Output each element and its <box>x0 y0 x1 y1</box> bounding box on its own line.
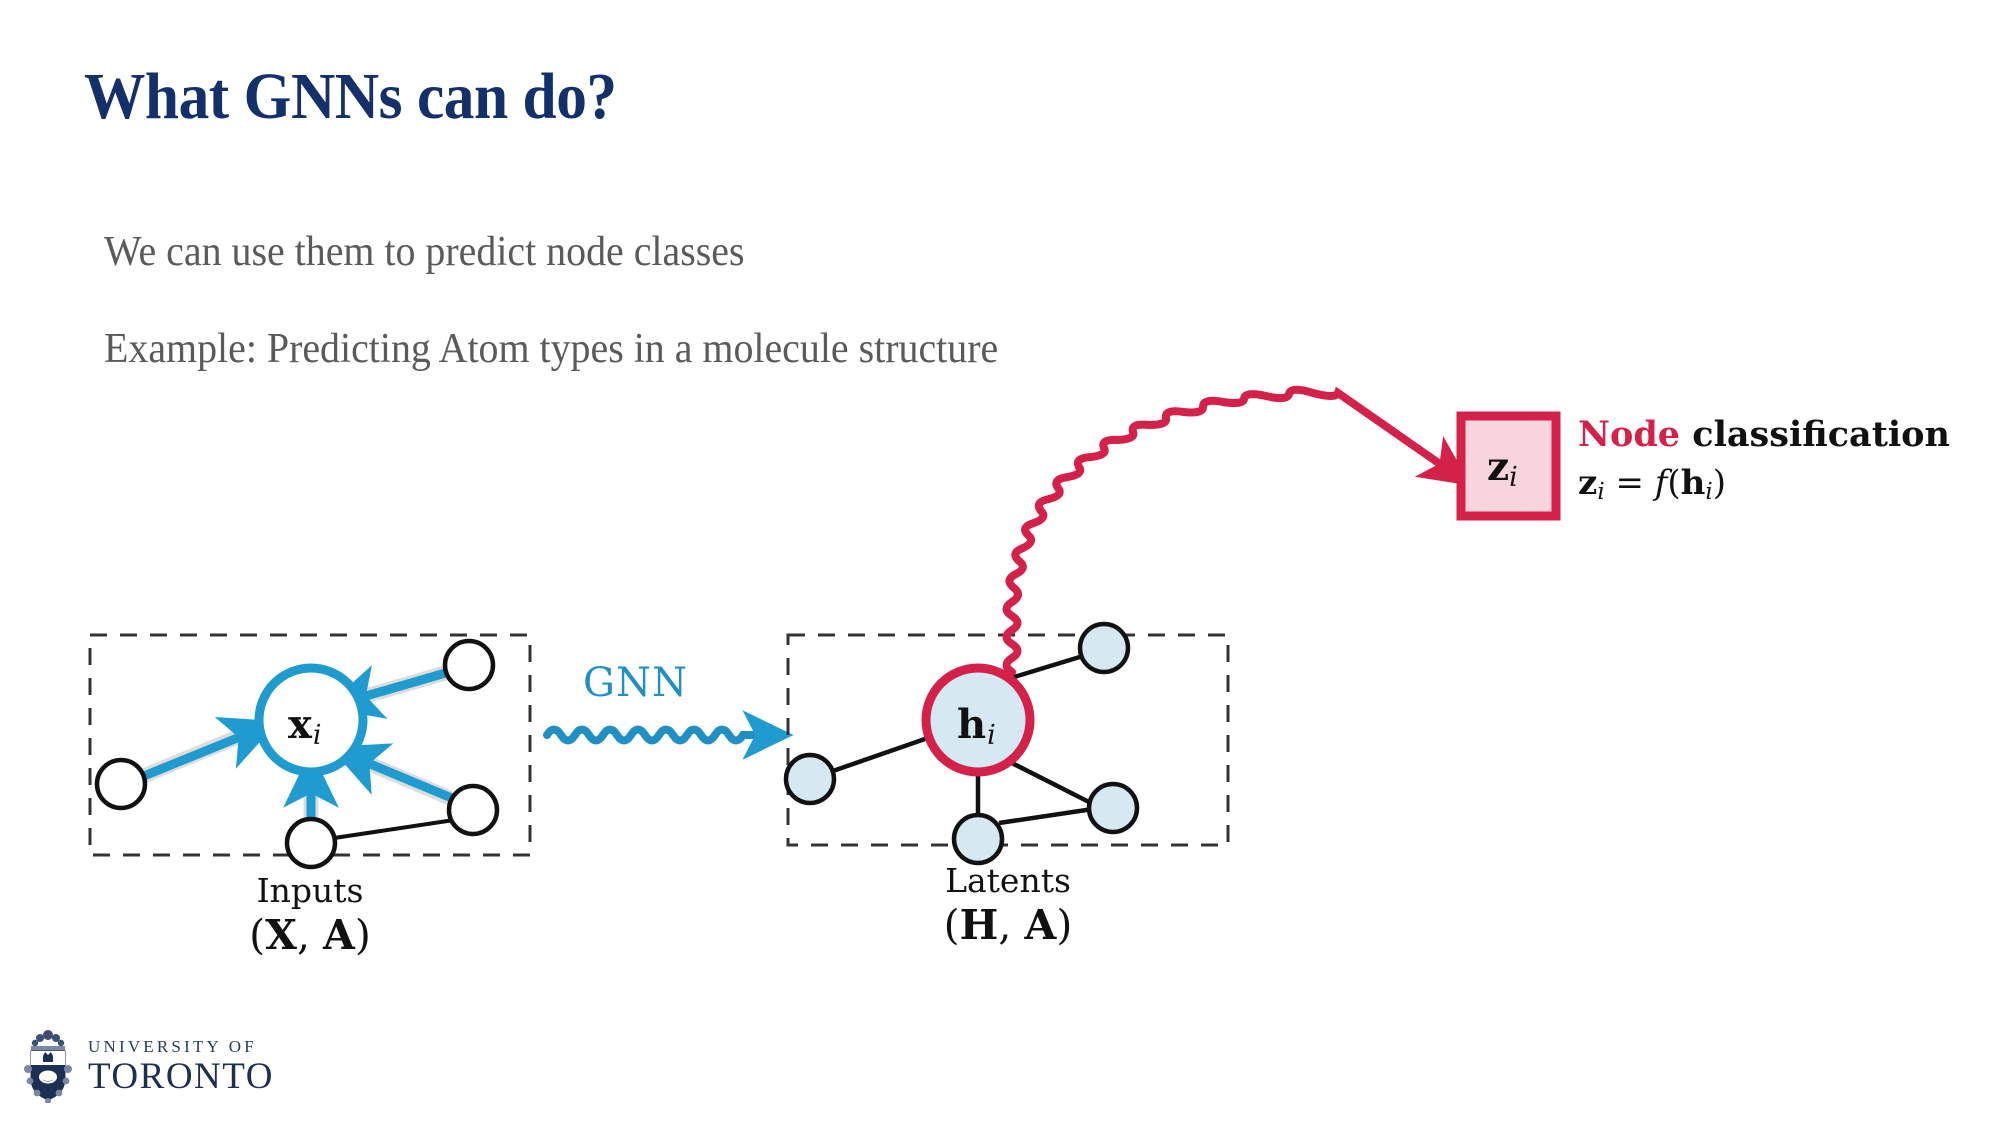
page-title: What GNNs can do? <box>84 60 617 133</box>
node-classification-formula: zi = f(hi) <box>1578 463 1726 505</box>
body-line-1: We can use them to predict node classes <box>104 229 745 275</box>
uoft-crest-icon <box>24 1030 72 1103</box>
inputs-neighbor-node <box>94 757 148 811</box>
inputs-caption: Inputs (X, A) <box>90 871 530 959</box>
inputs-neighbor-nodes <box>94 638 500 870</box>
latents-caption: Latents (H, A) <box>788 861 1228 949</box>
latents-neighbor-node <box>1077 621 1131 675</box>
inputs-center-node <box>254 663 368 777</box>
uoft-wordmark: UNIVERSITY OF TORONTO <box>88 1038 274 1095</box>
latents-center-node <box>921 663 1035 777</box>
inputs-caption-name: Inputs <box>256 871 364 910</box>
uoft-logo: UNIVERSITY OF TORONTO <box>22 1029 274 1103</box>
latents-neighbor-node <box>951 812 1005 866</box>
inputs-neighbor-node <box>284 816 338 870</box>
inputs-neighbor-node <box>442 638 496 692</box>
diagram-svg <box>88 385 1561 870</box>
latents-caption-math: (H, A) <box>943 900 1073 949</box>
latents-neighbor-node <box>783 752 837 806</box>
node-readout-arrow <box>1002 385 1472 676</box>
uoft-wordmark-line2: TORONTO <box>88 1055 274 1097</box>
inputs-neighbor-node <box>446 783 500 837</box>
body-line-2: Example: Predicting Atom types in a mole… <box>104 326 999 372</box>
inputs-caption-math: (X, A) <box>249 910 371 959</box>
latents-caption-name: Latents <box>945 861 1071 900</box>
inputs-edge-bottom <box>320 818 455 842</box>
latents-neighbor-node <box>1086 781 1140 835</box>
output-box <box>1456 411 1561 521</box>
output-box-label: zi <box>1487 444 1518 493</box>
node-classification-keyword: Node <box>1578 414 1681 455</box>
inputs-message-arrows <box>137 665 456 820</box>
gnn-arrow-label: GNN <box>583 660 688 706</box>
uoft-wordmark-line1: UNIVERSITY OF <box>88 1036 257 1056</box>
node-classification-rest: classification <box>1680 414 1950 455</box>
latents-neighbor-nodes <box>783 621 1140 866</box>
gnn-diagram <box>0 380 2000 1000</box>
gnn-wavy-arrow <box>543 710 794 760</box>
node-classification-title: Node classification <box>1578 414 1950 455</box>
